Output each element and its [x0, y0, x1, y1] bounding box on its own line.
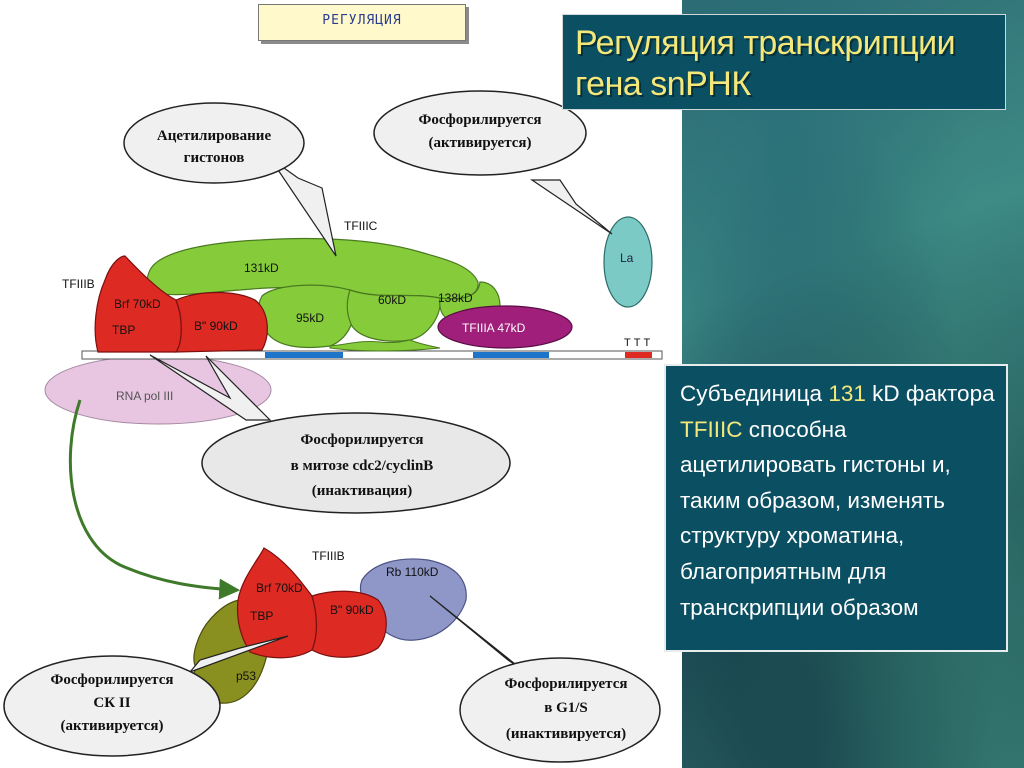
kd95-label: 95kD [296, 311, 324, 325]
la-label: La [620, 251, 634, 265]
mitosis-callout-pointer [149, 354, 272, 421]
tfiiib-top-bdd-shape [174, 291, 268, 353]
ttt-label: TTT [624, 337, 653, 349]
tfiiia-label: TFIIIA 47kD [462, 321, 526, 335]
acetylation-line-1: Ацетилирование [157, 128, 272, 144]
kd60-label: 60kD [378, 293, 406, 307]
ck2-callout-pointer [188, 635, 289, 674]
la-callout-bubble [373, 90, 587, 176]
tfiiib-bottom-label: TFIIIB [312, 549, 345, 563]
g1s-callout-bubble [459, 657, 661, 763]
kd138-label: 138kD [438, 291, 473, 305]
ck2-line-2: СК II [93, 695, 130, 711]
terminator-box [625, 352, 652, 358]
description-part-1: Субъединица [680, 381, 829, 406]
tfiiia-shape [437, 305, 573, 349]
g1s-callout-pointer [429, 595, 521, 669]
transcription-regulation-diagram: TFIIIC TFIIIB 131kD 95kD 60kD 138kD TFII… [3, 90, 663, 763]
kd131-label: 131kD [244, 261, 279, 275]
regulation-label: РЕГУЛЯЦИЯ [258, 4, 466, 41]
tfiiib-bottom-bdd-shape [311, 590, 387, 658]
description-text: Субъединица 131 kD фактора TFIIIC способ… [680, 376, 1002, 625]
mitosis-callout-bubble [201, 412, 511, 514]
description-part-3: способна ацетилировать гистоны и, таким … [680, 416, 951, 620]
bdd-bottom-label: B" 90kD [330, 603, 374, 617]
g1s-line-2: в G1/S [544, 700, 588, 716]
tfiiic-bridge [329, 339, 441, 352]
promoter-box-a [265, 352, 343, 358]
ck2-line-1: Фосфорилируется [51, 672, 174, 688]
mitosis-line-3: (инактивация) [312, 483, 412, 499]
mitosis-line-1: Фосфорилируется [301, 432, 424, 448]
brf-bottom-label: Brf 70kD [256, 581, 303, 595]
la-callout-line-2: (активируется) [428, 135, 531, 151]
la-callout-line-1: Фосфорилируется [419, 112, 542, 128]
description-highlight-tfiiic: TFIIIC [680, 416, 743, 442]
relocation-arrow [68, 399, 241, 600]
regulation-label-text: РЕГУЛЯЦИЯ [322, 13, 402, 28]
ck2-callout-bubble [3, 655, 221, 757]
brf-top-label: Brf 70kD [114, 297, 161, 311]
tbp-top-label: TBP [112, 323, 135, 337]
slide-title: Регуляция транскрипции гена snРНК [575, 24, 956, 103]
la-callout-pointer [530, 179, 613, 235]
rna-pol-label: RNA pol III [116, 389, 173, 403]
promoter-box-c [473, 352, 549, 358]
acetylation-line-2: гистонов [184, 150, 245, 166]
g1s-line-1: Фосфорилируется [505, 676, 628, 692]
g1s-line-3: (инактивируется) [506, 726, 626, 742]
description-box: Субъединица 131 kD фактора TFIIIC способ… [664, 364, 1008, 652]
la-protein-shape [603, 216, 653, 308]
tbp-bottom-label: TBP [250, 609, 273, 623]
rb-label: Rb 110kD [386, 565, 439, 579]
tfiiib-top-label: TFIIIB [62, 277, 95, 291]
acetylation-callout-bubble [123, 102, 305, 184]
description-part-2: kD фактора [865, 381, 995, 406]
title-box: Регуляция транскрипции гена snРНК [562, 14, 1006, 110]
ck2-line-3: (активируется) [60, 718, 163, 734]
acetylation-callout-pointer [269, 157, 337, 257]
bdd-top-label: B" 90kD [194, 319, 238, 333]
mitosis-line-2: в митозе cdc2/cyclinB [291, 458, 434, 474]
tfiiic-label: TFIIIC [344, 219, 378, 233]
p53-label: p53 [236, 669, 256, 683]
description-highlight-131: 131 [828, 381, 866, 406]
tfiiib-bottom-tbp-shape [236, 547, 318, 659]
